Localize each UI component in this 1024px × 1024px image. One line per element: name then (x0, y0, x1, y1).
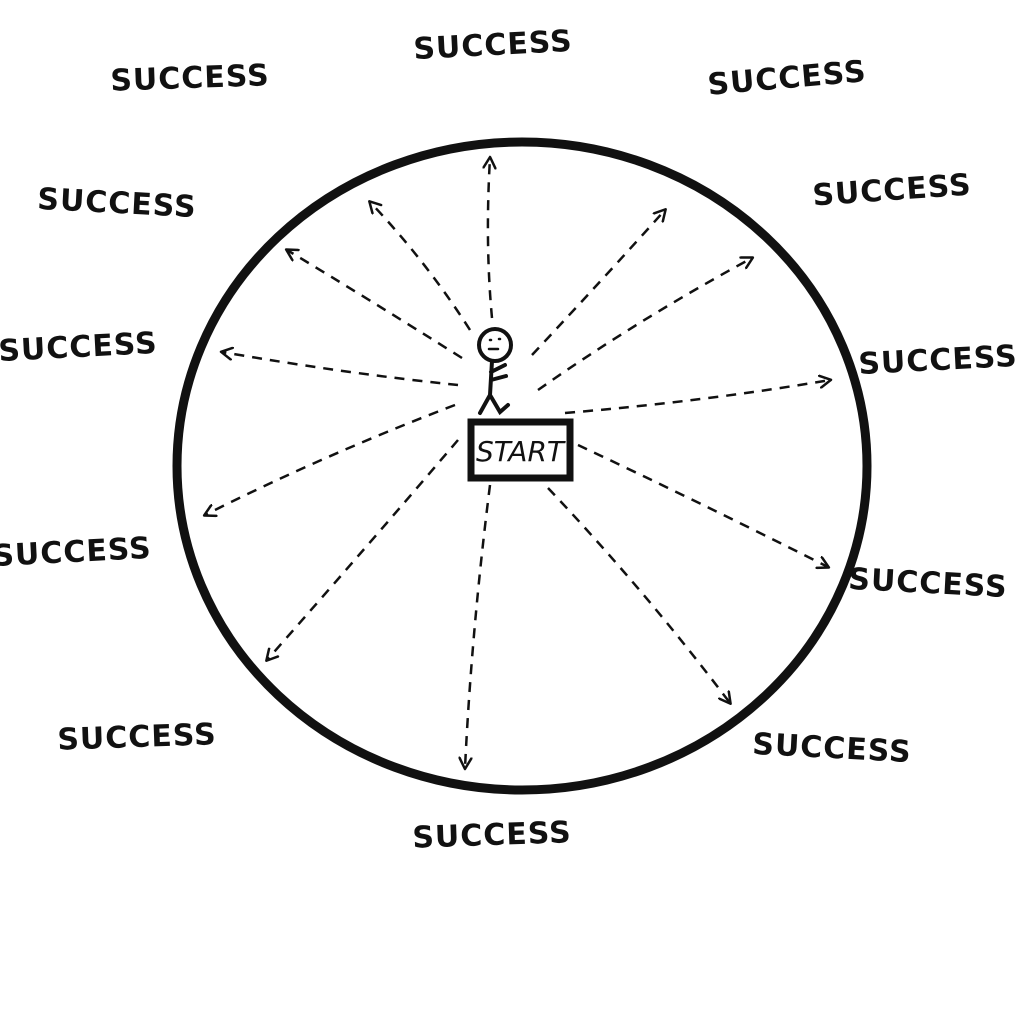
success-label: SUCCESS (36, 182, 197, 225)
stick-figure (477, 327, 513, 416)
success-label: SUCCESS (412, 815, 572, 856)
success-label: SUCCESS (811, 167, 972, 213)
arrow (222, 352, 459, 387)
success-label: SUCCESS (858, 339, 1019, 382)
success-label: SUCCESS (847, 562, 1008, 605)
start-label: START (476, 435, 566, 468)
arrow (488, 158, 492, 319)
success-label: SUCCESS (57, 717, 217, 758)
stick-figure-head (477, 327, 513, 363)
arrow (577, 443, 828, 567)
arrow (531, 210, 665, 356)
start-box: START (467, 418, 574, 482)
boundary-circle (172, 137, 872, 795)
arrows-group (205, 158, 830, 768)
arrow (537, 258, 752, 392)
success-label: SUCCESS (413, 24, 574, 67)
arrow (547, 487, 730, 703)
arrow (564, 380, 830, 415)
arrow (287, 250, 463, 360)
arrow (465, 484, 492, 768)
stick-figure-body (478, 359, 510, 416)
success-label: SUCCESS (0, 326, 159, 369)
success-label: SUCCESS (0, 531, 153, 574)
stick-figure-face (487, 337, 502, 351)
arrow (370, 202, 472, 331)
success-label: SUCCESS (706, 54, 868, 103)
arrow (267, 439, 459, 660)
arrow (205, 403, 456, 515)
success-label: SUCCESS (110, 58, 270, 99)
success-label: SUCCESS (751, 727, 912, 770)
